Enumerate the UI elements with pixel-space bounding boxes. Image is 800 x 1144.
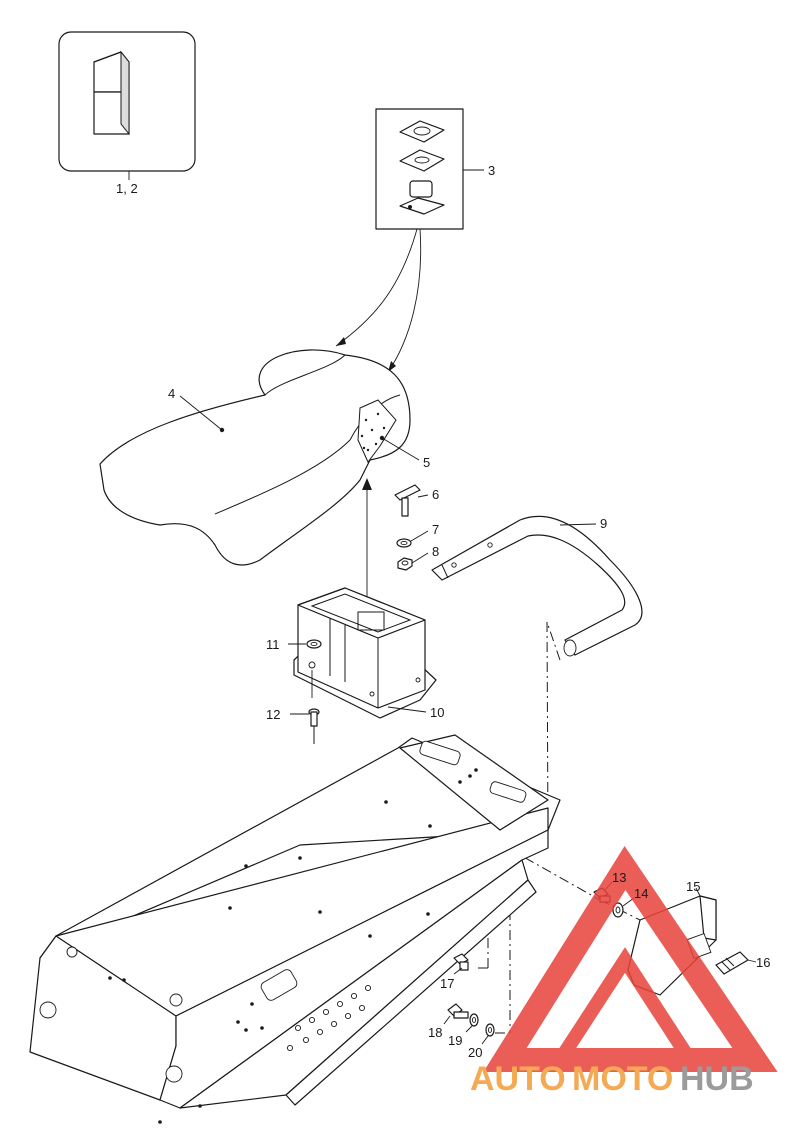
callout-labels: 1, 2 3 4 5 6 7 8 9 10 11 12 13 14 15 16 … xyxy=(116,163,770,1060)
callout-14: 14 xyxy=(634,886,648,901)
callout-16: 16 xyxy=(756,955,770,970)
callout-9: 9 xyxy=(600,516,607,531)
logo-text-moto: MOTO xyxy=(572,1060,673,1098)
lens-part-16 xyxy=(715,951,757,975)
logo-text-hub: HUB xyxy=(680,1060,754,1098)
storage-arrow xyxy=(362,478,372,612)
callout-20: 20 xyxy=(468,1045,482,1060)
callout-15: 15 xyxy=(686,879,700,894)
callout-3: 3 xyxy=(488,163,495,178)
callout-11: 11 xyxy=(266,637,280,652)
callout-7: 7 xyxy=(432,522,439,537)
automotohub-logo: AUTO MOTO HUB xyxy=(470,846,778,1098)
chassis-tunnel xyxy=(29,734,561,1124)
callout-12: 12 xyxy=(266,707,280,722)
inset-box-parts-1-2 xyxy=(58,31,196,180)
callout-10: 10 xyxy=(430,705,444,720)
inset-arrows xyxy=(335,228,422,373)
rivet-part-12 xyxy=(290,708,320,744)
callout-1-2: 1, 2 xyxy=(116,181,138,196)
callout-18: 18 xyxy=(428,1025,442,1040)
callout-19: 19 xyxy=(448,1033,462,1048)
seat-part-4 xyxy=(99,349,420,566)
inset-box-part-3 xyxy=(375,108,484,230)
callout-5: 5 xyxy=(423,455,430,470)
callout-6: 6 xyxy=(432,487,439,502)
hardware-6-7-8 xyxy=(394,484,429,571)
grab-handle-part-9 xyxy=(431,515,643,657)
callout-17: 17 xyxy=(440,976,454,991)
callout-8: 8 xyxy=(432,544,439,559)
callout-13: 13 xyxy=(612,870,626,885)
storage-box-part-10 xyxy=(288,587,437,719)
callout-4: 4 xyxy=(168,386,175,401)
logo-text-auto: AUTO xyxy=(470,1060,566,1098)
